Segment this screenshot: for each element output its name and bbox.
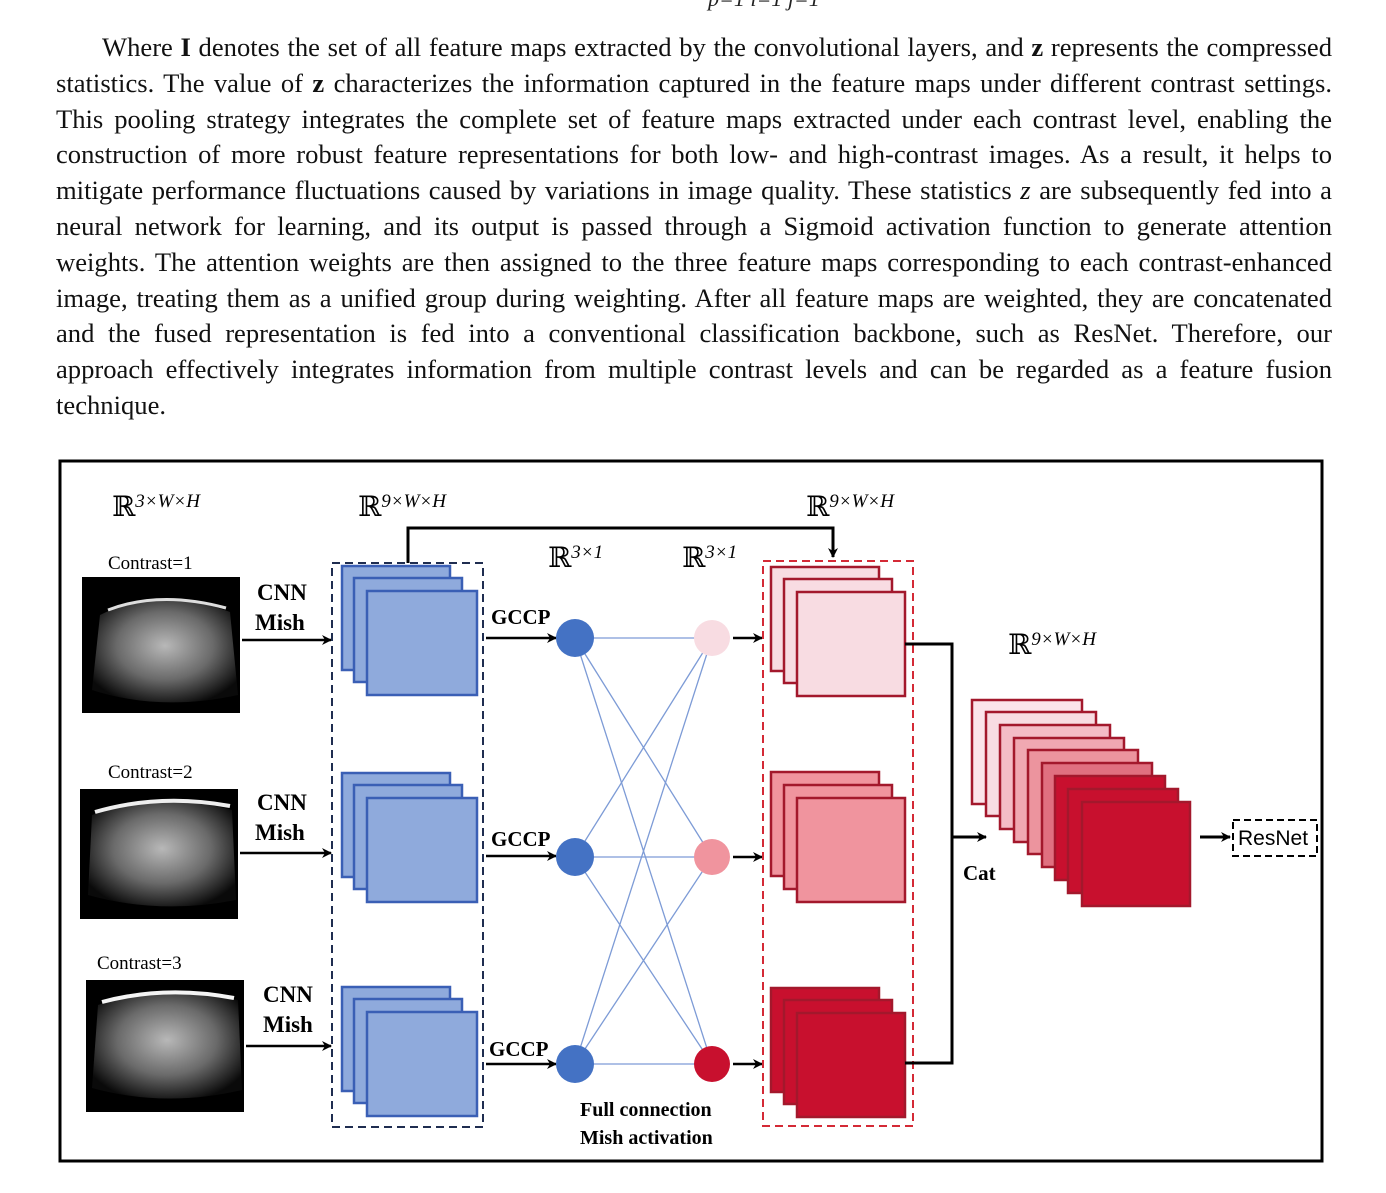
dim-concat: ℝ9×W×H	[1008, 629, 1097, 661]
weighted-maps-2	[769, 770, 907, 904]
symbol-z-3: z	[1020, 175, 1031, 206]
weight-node-3	[694, 1046, 730, 1082]
pooled-node-1	[556, 619, 594, 657]
mish-label-1: Mish	[255, 610, 305, 635]
dim-stack: ℝ9×W×H	[358, 491, 447, 523]
skip-connection	[406, 526, 838, 563]
mish-label-2: Mish	[255, 820, 305, 845]
cat-bracket	[905, 642, 954, 1065]
concat-stack	[970, 698, 1192, 908]
weight-node-1	[694, 620, 730, 656]
fc-connections	[574, 637, 713, 1065]
equation-fragment: p=1 i=1 j=1	[708, 0, 820, 12]
dim-input: ℝ3×W×H	[112, 491, 201, 523]
symbol-z-2: z	[312, 67, 325, 98]
resnet-label: ResNet	[1238, 827, 1308, 850]
body-paragraph: Where I denotes the set of all feature m…	[56, 30, 1332, 424]
ultrasound-image-3	[86, 980, 244, 1112]
pooled-node-2	[556, 838, 594, 876]
resnet-box	[1232, 819, 1318, 857]
contrast-label-3: Contrast=3	[97, 953, 182, 974]
gccp-label-1: GCCP	[491, 605, 551, 629]
para-text-3: represents the compressed statistics. Th…	[56, 32, 1333, 98]
feature-stack-frame	[331, 562, 484, 1128]
weighted-maps-1	[769, 565, 907, 698]
weight-node-2	[694, 839, 730, 875]
cnn-label-2: CNN	[257, 790, 307, 815]
para-text-4: characterizes the information captured i…	[56, 67, 1332, 206]
feature-maps-3	[340, 985, 479, 1118]
pooled-node-3	[556, 1045, 594, 1083]
feature-maps-2	[340, 771, 479, 904]
weighted-maps-3	[769, 986, 907, 1119]
dim-pooled: ℝ3×1	[548, 542, 603, 574]
gccp-label-3: GCCP	[489, 1037, 549, 1061]
cnn-label-1: CNN	[257, 580, 307, 605]
contrast-label-1: Contrast=1	[108, 553, 193, 574]
fc-label-1: Full connection	[580, 1099, 712, 1121]
para-text-5: are subsequently fed into a neural netwo…	[56, 175, 1332, 420]
weighted-stack-frame	[762, 560, 914, 1127]
para-text-1: Where	[102, 32, 181, 62]
dim-weights: ℝ3×1	[682, 542, 737, 574]
cnn-label-3: CNN	[263, 982, 313, 1007]
feature-maps-1	[340, 564, 479, 697]
gccp-label-2: GCCP	[491, 827, 551, 851]
mish-label-3: Mish	[263, 1012, 313, 1037]
fc-label-2: Mish activation	[580, 1127, 713, 1149]
symbol-I: I	[180, 32, 191, 62]
para-text-2: denotes the set of all feature maps extr…	[190, 32, 1032, 62]
ultrasound-image-2	[80, 789, 238, 919]
dim-weighted: ℝ9×W×H	[806, 491, 895, 523]
symbol-z: z	[1031, 32, 1044, 62]
cat-label: Cat	[963, 861, 996, 885]
contrast-label-2: Contrast=2	[108, 762, 193, 783]
ultrasound-image-1	[82, 577, 240, 713]
